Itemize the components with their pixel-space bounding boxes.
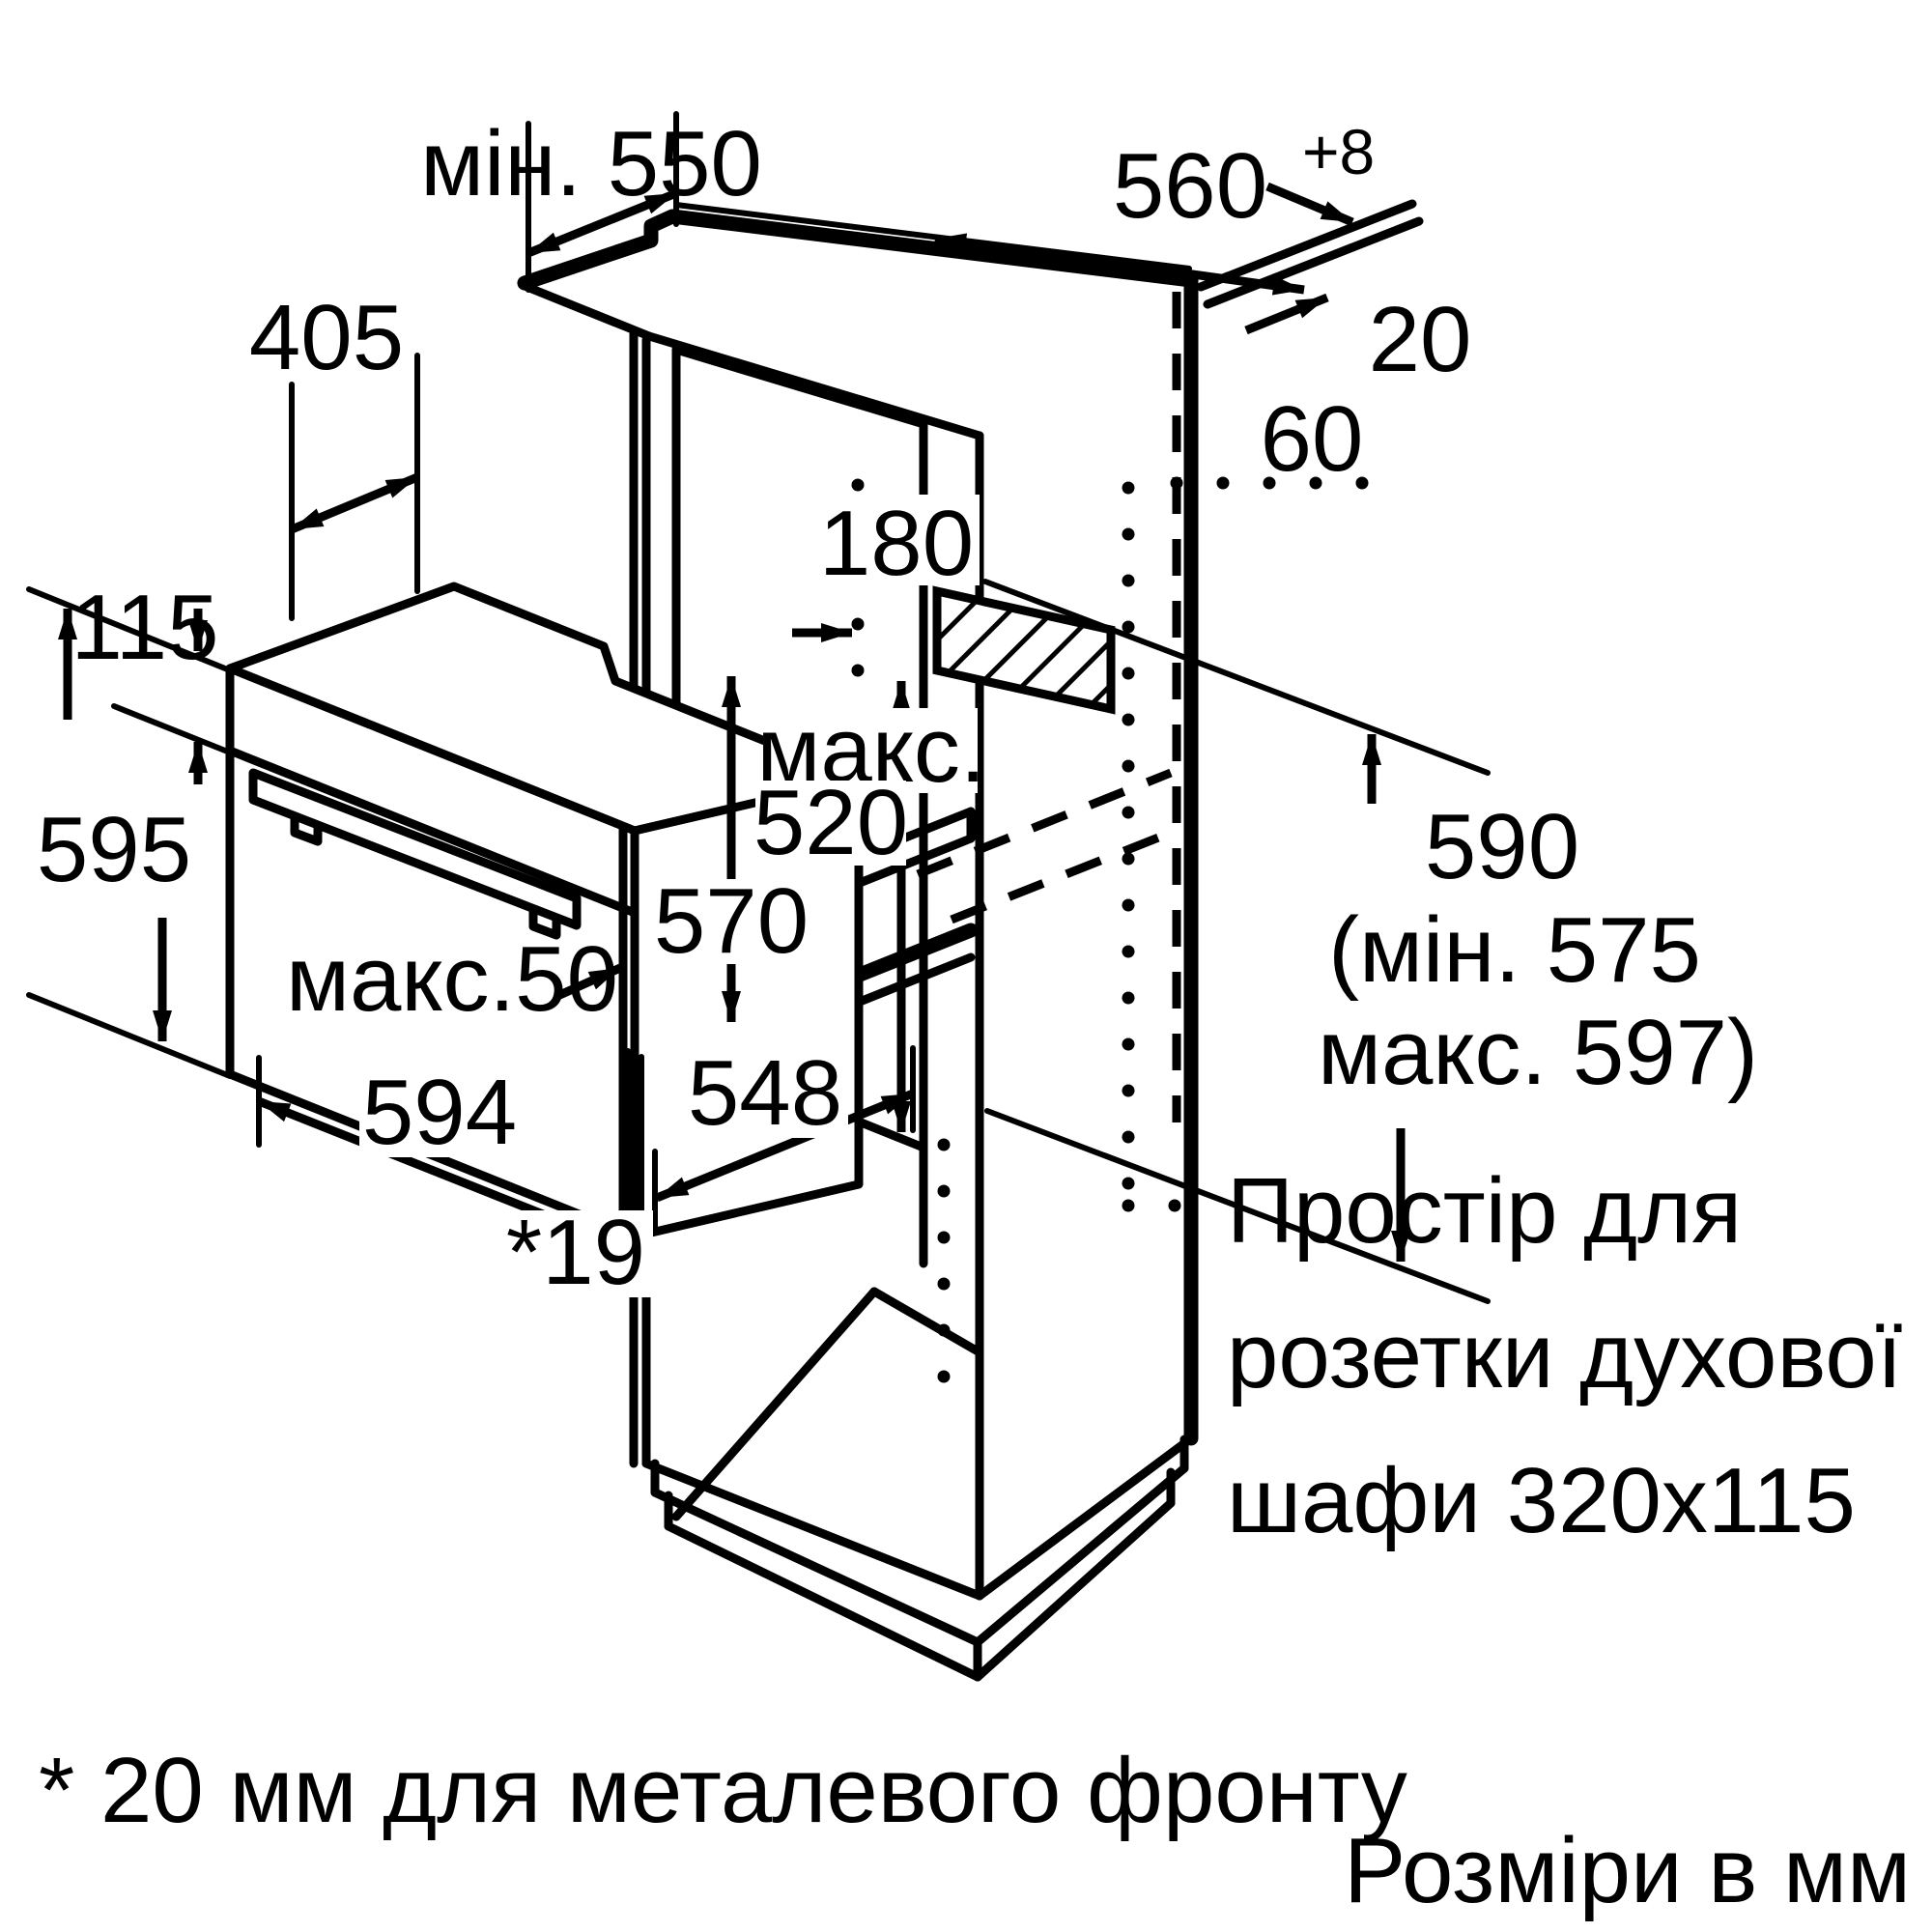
label-548: 548 bbox=[688, 1041, 842, 1145]
dim-maks50-leader bbox=[554, 963, 622, 1002]
label-594-bg bbox=[359, 1070, 522, 1157]
dim-560-arrow bbox=[934, 233, 1305, 296]
niche-frame-top-inner bbox=[671, 345, 928, 429]
socket-note-line-1: Простір для bbox=[1227, 1159, 1742, 1263]
label-60: 60 bbox=[1261, 387, 1364, 491]
label-520: 520 bbox=[753, 771, 908, 874]
label-maks-bg bbox=[763, 708, 978, 793]
oven-handle bbox=[248, 768, 582, 930]
label-180: 180 bbox=[819, 492, 974, 595]
label-560-sup: +8 bbox=[1302, 116, 1375, 187]
cabinet-bottom-left-edge bbox=[641, 1459, 984, 1601]
dimension-labels: мін. 550 560 +8 20 405 180 60 115 595 ма… bbox=[37, 112, 1911, 1922]
lower-compartment-floor-left bbox=[671, 1287, 879, 1521]
label-115: 115 bbox=[71, 576, 218, 679]
label-405: 405 bbox=[249, 286, 404, 389]
ext-115-bottom bbox=[111, 703, 233, 755]
label-maks50: макс.50 bbox=[286, 927, 618, 1031]
plinth-left-slant bbox=[650, 1488, 982, 1647]
label-520-bg bbox=[755, 781, 906, 866]
oven bbox=[225, 582, 864, 1241]
label-570-bg bbox=[659, 879, 806, 964]
cabinet-top-front-edge bbox=[520, 281, 654, 341]
footnote: * 20 мм для металевого фронту bbox=[39, 1739, 1407, 1842]
plinth-inner-left-slant bbox=[664, 1521, 982, 1682]
label-min-550: мін. 550 bbox=[420, 112, 762, 215]
label-570: 570 bbox=[654, 869, 809, 973]
label-180-bg bbox=[817, 495, 980, 585]
dim-20-arrow-lower bbox=[1244, 293, 1329, 335]
dim-min550-arrow bbox=[526, 188, 678, 258]
dimension-graphics bbox=[26, 111, 1491, 1304]
socket-note-line-2: розетки духової bbox=[1227, 1304, 1902, 1407]
socket-note-line-3: шафи 320x115 bbox=[1227, 1449, 1856, 1552]
label-595: 595 bbox=[37, 798, 191, 901]
label-548-bg bbox=[686, 1051, 848, 1138]
socket-hatch-area bbox=[932, 585, 1116, 715]
label-590-max: макс. 597) bbox=[1318, 1001, 1758, 1104]
cabinet-bottom-right-edge bbox=[975, 1434, 1196, 1601]
units-note: Розміри в мм bbox=[1344, 1819, 1911, 1922]
ext-115-top bbox=[26, 586, 233, 673]
hidden-shelf-line-2 bbox=[950, 828, 1173, 924]
plinth-right-slant bbox=[973, 1463, 1189, 1647]
label-590-min: (мін. 575 bbox=[1328, 898, 1701, 1002]
label-560: 560 bbox=[1113, 134, 1267, 238]
oven-control-panel-bottom bbox=[225, 746, 639, 918]
ext-595-bottom bbox=[26, 992, 233, 1079]
label-590: 590 bbox=[1425, 795, 1579, 898]
label-19: *19 bbox=[506, 1201, 645, 1304]
label-19-bg bbox=[500, 1210, 653, 1297]
hidden-shelf-line-1 bbox=[916, 768, 1173, 879]
niche-ceiling-front-edge bbox=[644, 331, 984, 440]
dim-20-arrow-upper bbox=[1265, 182, 1354, 227]
label-20: 20 bbox=[1369, 288, 1472, 391]
lower-compartment-floor-right bbox=[869, 1287, 984, 1357]
ext-590-upper bbox=[982, 579, 1491, 776]
label-594: 594 bbox=[362, 1061, 517, 1164]
dim-548-arrow bbox=[655, 1089, 915, 1203]
plinth-inner-right-slant bbox=[973, 1498, 1176, 1682]
ext-590-lower bbox=[984, 1108, 1491, 1304]
dim-405-arrow bbox=[290, 472, 419, 534]
